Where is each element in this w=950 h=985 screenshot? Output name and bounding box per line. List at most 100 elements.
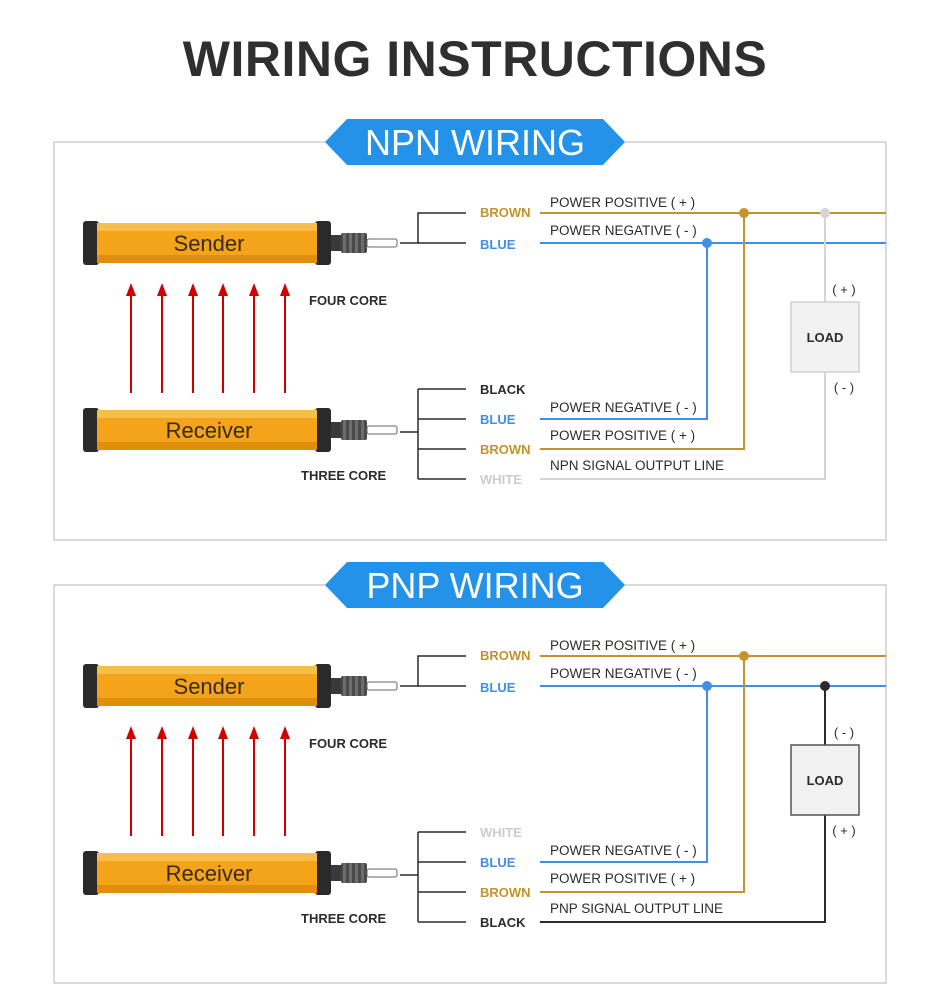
wire-description: POWER NEGATIVE ( - ) xyxy=(550,666,697,681)
wire-description: POWER NEGATIVE ( - ) xyxy=(550,223,697,238)
wire-label-brown: BROWN xyxy=(480,885,531,900)
cable-sleeve xyxy=(366,238,398,248)
wire-label-white: WHITE xyxy=(480,472,522,487)
four-core-label: FOUR CORE xyxy=(309,293,387,308)
connector-ridge xyxy=(343,233,346,253)
sensor-highlight xyxy=(97,410,317,418)
signal-output-wire xyxy=(540,372,826,480)
sensor-label: Receiver xyxy=(166,418,253,443)
connector-nut xyxy=(331,235,341,251)
connector-ridge xyxy=(361,676,364,696)
wire-description: POWER POSITIVE ( + ) xyxy=(550,428,695,443)
signal-output-wire xyxy=(540,815,826,923)
connector-ridge xyxy=(361,863,364,883)
wire-description: POWER POSITIVE ( + ) xyxy=(550,195,695,210)
junction-dot xyxy=(739,208,749,218)
connector-ridge xyxy=(355,420,358,440)
load-terminal-bottom: ( + ) xyxy=(832,823,855,838)
connector-body xyxy=(341,863,367,883)
beam-arrow-head xyxy=(126,726,136,739)
connector-ridge xyxy=(349,863,352,883)
sensor-shadow xyxy=(97,442,317,450)
npn-banner xyxy=(325,119,625,165)
wire-label-blue: BLUE xyxy=(480,680,516,695)
load-terminal-top: ( - ) xyxy=(834,725,854,740)
wire-description: POWER NEGATIVE ( - ) xyxy=(550,400,697,415)
three-core-label: THREE CORE xyxy=(301,911,387,926)
junction-dot xyxy=(820,208,830,218)
cable-sleeve xyxy=(366,868,398,878)
pnp-banner-text: PNP WIRING xyxy=(366,565,583,606)
sensor-end-cap xyxy=(315,221,331,265)
beam-arrow-head xyxy=(249,283,259,296)
junction-dot xyxy=(820,681,830,691)
receiver-positive-wire xyxy=(540,656,745,893)
cable-sleeve xyxy=(366,681,398,691)
sensor-highlight xyxy=(97,223,317,231)
junction-dot xyxy=(739,651,749,661)
page-title: WIRING INSTRUCTIONS xyxy=(182,31,768,87)
sensor-end-cap xyxy=(83,664,99,708)
load-terminal-top: ( + ) xyxy=(832,282,855,297)
connector-ridge xyxy=(361,420,364,440)
connector-body xyxy=(341,233,367,253)
load-terminal-bottom: ( - ) xyxy=(834,380,854,395)
beam-arrow-head xyxy=(126,283,136,296)
beam-arrow-head xyxy=(188,726,198,739)
beam-arrow-head xyxy=(249,726,259,739)
pnp-banner xyxy=(325,562,625,608)
receiver-positive-wire xyxy=(540,213,745,450)
sensor-highlight xyxy=(97,666,317,674)
beam-arrow-head xyxy=(218,726,228,739)
sensor-end-cap xyxy=(315,408,331,452)
load-label: LOAD xyxy=(807,330,844,345)
connector-body xyxy=(341,676,367,696)
sensor-end-cap xyxy=(83,851,99,895)
wire-description: PNP SIGNAL OUTPUT LINE xyxy=(550,901,723,916)
wire-label-blue: BLUE xyxy=(480,412,516,427)
load-label: LOAD xyxy=(807,773,844,788)
sensor-shadow xyxy=(97,255,317,263)
wire-label-brown: BROWN xyxy=(480,205,531,220)
connector-ridge xyxy=(349,676,352,696)
wire-description: POWER POSITIVE ( + ) xyxy=(550,871,695,886)
connector-ridge xyxy=(343,420,346,440)
connector-nut xyxy=(331,865,341,881)
connector-ridge xyxy=(361,233,364,253)
sensor-highlight xyxy=(97,853,317,861)
npn-banner-text: NPN WIRING xyxy=(365,122,585,163)
receiver-negative-wire xyxy=(540,686,708,863)
sensor-label: Sender xyxy=(174,674,245,699)
load-box xyxy=(790,301,860,373)
wire-description: POWER POSITIVE ( + ) xyxy=(550,638,695,653)
connector-ridge xyxy=(349,233,352,253)
wire-label-white: WHITE xyxy=(480,825,522,840)
sender-harness xyxy=(400,655,466,687)
sender-sensor: Sender xyxy=(83,221,398,265)
beam-arrow-head xyxy=(218,283,228,296)
junction-dot xyxy=(702,681,712,691)
wire-label-black: BLACK xyxy=(480,382,526,397)
connector-nut xyxy=(331,422,341,438)
sensor-shadow xyxy=(97,885,317,893)
connector-ridge xyxy=(343,863,346,883)
sensor-label: Sender xyxy=(174,231,245,256)
npn-panel xyxy=(53,141,887,541)
connector-ridge xyxy=(343,676,346,696)
load-box xyxy=(790,744,860,816)
sensor-end-cap xyxy=(315,664,331,708)
beam-arrow-head xyxy=(157,726,167,739)
receiver-sensor: Receiver xyxy=(83,408,398,452)
connector-body xyxy=(341,420,367,440)
sensor-end-cap xyxy=(83,221,99,265)
connector-nut xyxy=(331,678,341,694)
beam-arrow-head xyxy=(280,726,290,739)
wire-description: POWER NEGATIVE ( - ) xyxy=(550,843,697,858)
sender-sensor: Sender xyxy=(83,664,398,708)
junction-dot xyxy=(702,238,712,248)
sensor-shadow xyxy=(97,698,317,706)
beam-arrow-head xyxy=(157,283,167,296)
connector-ridge xyxy=(355,863,358,883)
receiver-sensor: Receiver xyxy=(83,851,398,895)
